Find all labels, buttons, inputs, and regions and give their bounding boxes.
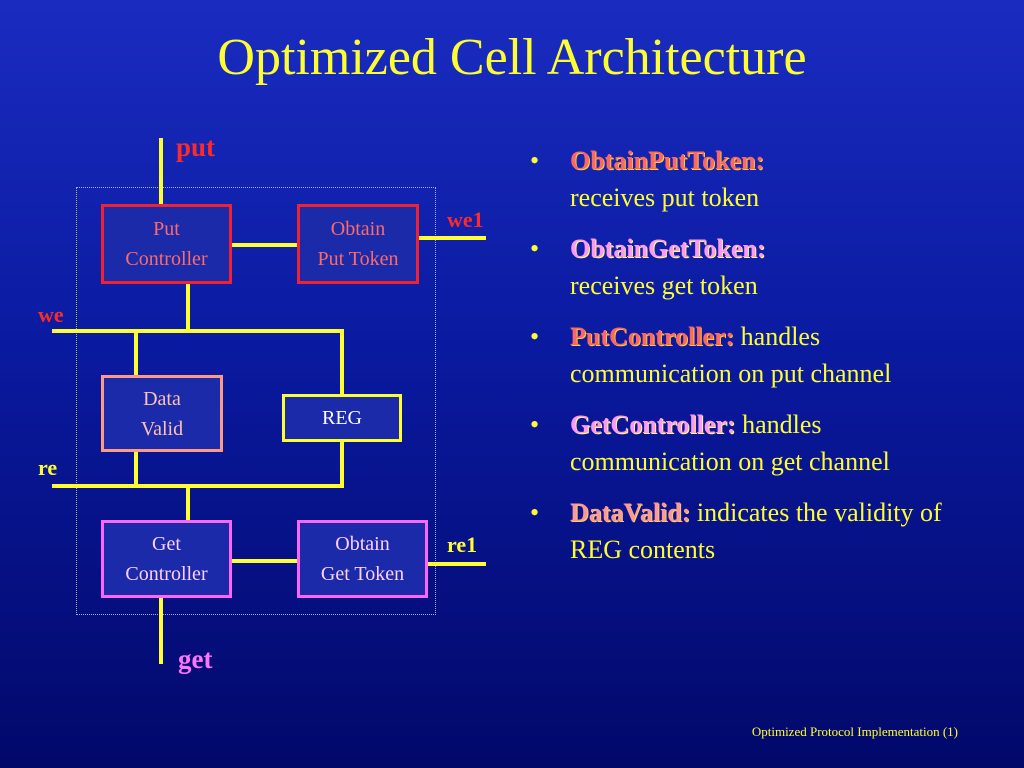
get-controller-box: Get Controller [101, 520, 232, 598]
reg-box: REG [282, 394, 402, 442]
list-item: • GetController: handles communication o… [530, 406, 970, 480]
put-token-link-wire [231, 243, 298, 247]
we-signal-label: we [38, 302, 64, 327]
bullet-icon: • [530, 498, 540, 527]
bullet-colon: : [725, 322, 735, 351]
bullet-colon: : [726, 410, 736, 439]
obtain-get-token-box: Obtain Get Token [297, 520, 428, 598]
re1-signal-label: re1 [447, 532, 478, 557]
bullet-description: receives put token [570, 183, 760, 212]
bullet-colon: : [755, 146, 765, 175]
bullet-term: ObtainGetToken [570, 234, 757, 263]
cell-architecture-diagram: Put Controller Obtain Put Token Data Val… [0, 0, 520, 700]
box-label-line: Valid [140, 417, 184, 440]
box-label-line: Data [143, 387, 181, 410]
put-input-wire [159, 138, 163, 205]
box-label-line: Obtain [330, 218, 386, 240]
box-label-line: Get Token [320, 563, 405, 585]
reg-to-re-wire [340, 441, 344, 486]
cell-boundary [76, 187, 436, 615]
bullet-description: receives get token [570, 271, 758, 300]
list-item: • DataValid: indicates the validity of R… [530, 494, 970, 568]
bullet-term: GetController [570, 410, 727, 439]
bullet-description: indicates the validity of REG contents [570, 498, 942, 564]
box-label-line: REG [322, 407, 362, 429]
we-to-reg-wire [340, 331, 344, 395]
bullet-icon: • [530, 146, 540, 175]
bullet-icon: • [530, 410, 540, 439]
we-bus-wire [52, 329, 344, 333]
bullet-term: PutController [570, 322, 726, 351]
slide-footer: Optimized Protocol Implementation (1) [751, 724, 958, 739]
get-token-link-wire [231, 559, 298, 563]
list-item: • ObtainGetToken: receives get token [530, 230, 970, 304]
list-item: • ObtainPutToken: receives put token [530, 142, 970, 216]
box-label-line: Controller [125, 248, 208, 270]
box-label-line: Get [152, 533, 181, 555]
get-output-wire [159, 597, 163, 664]
data-valid-box: Data Valid [101, 375, 223, 452]
obtain-put-token-box: Obtain Put Token [297, 204, 419, 284]
box-label-line: Obtain [335, 533, 390, 555]
we1-signal-label: we1 [447, 207, 484, 232]
bullet-colon: : [681, 498, 691, 527]
put-signal-label: put [176, 132, 216, 162]
re-to-get-controller-wire [186, 486, 190, 521]
we1-output-wire [418, 236, 486, 240]
put-controller-box: Put Controller [101, 204, 232, 284]
box-label-line: Controller [125, 563, 208, 585]
re1-output-wire [427, 562, 486, 566]
bullet-colon: : [756, 234, 766, 263]
slide-title: Optimized Cell Architecture [217, 29, 807, 86]
we-to-datavalid-wire [134, 331, 138, 376]
re-bus-wire [52, 484, 344, 488]
component-description-list: • ObtainPutToken: receives put token • O… [530, 142, 970, 582]
bullet-term: DataValid [570, 498, 682, 527]
bullet-description: handles communication on get channel [570, 410, 890, 476]
box-label-line: Put [153, 218, 180, 240]
put-controller-we-wire [186, 283, 190, 331]
bullet-icon: • [530, 234, 540, 263]
bullet-description: handles communication on put channel [570, 322, 892, 388]
box-label-line: Put Token [317, 248, 399, 270]
get-signal-label: get [178, 644, 213, 674]
bullet-icon: • [530, 322, 540, 351]
bullet-term: ObtainPutToken [570, 146, 756, 175]
re-signal-label: re [38, 455, 58, 480]
list-item: • PutController: handles communication o… [530, 318, 970, 392]
datavalid-to-re-wire [134, 451, 138, 486]
